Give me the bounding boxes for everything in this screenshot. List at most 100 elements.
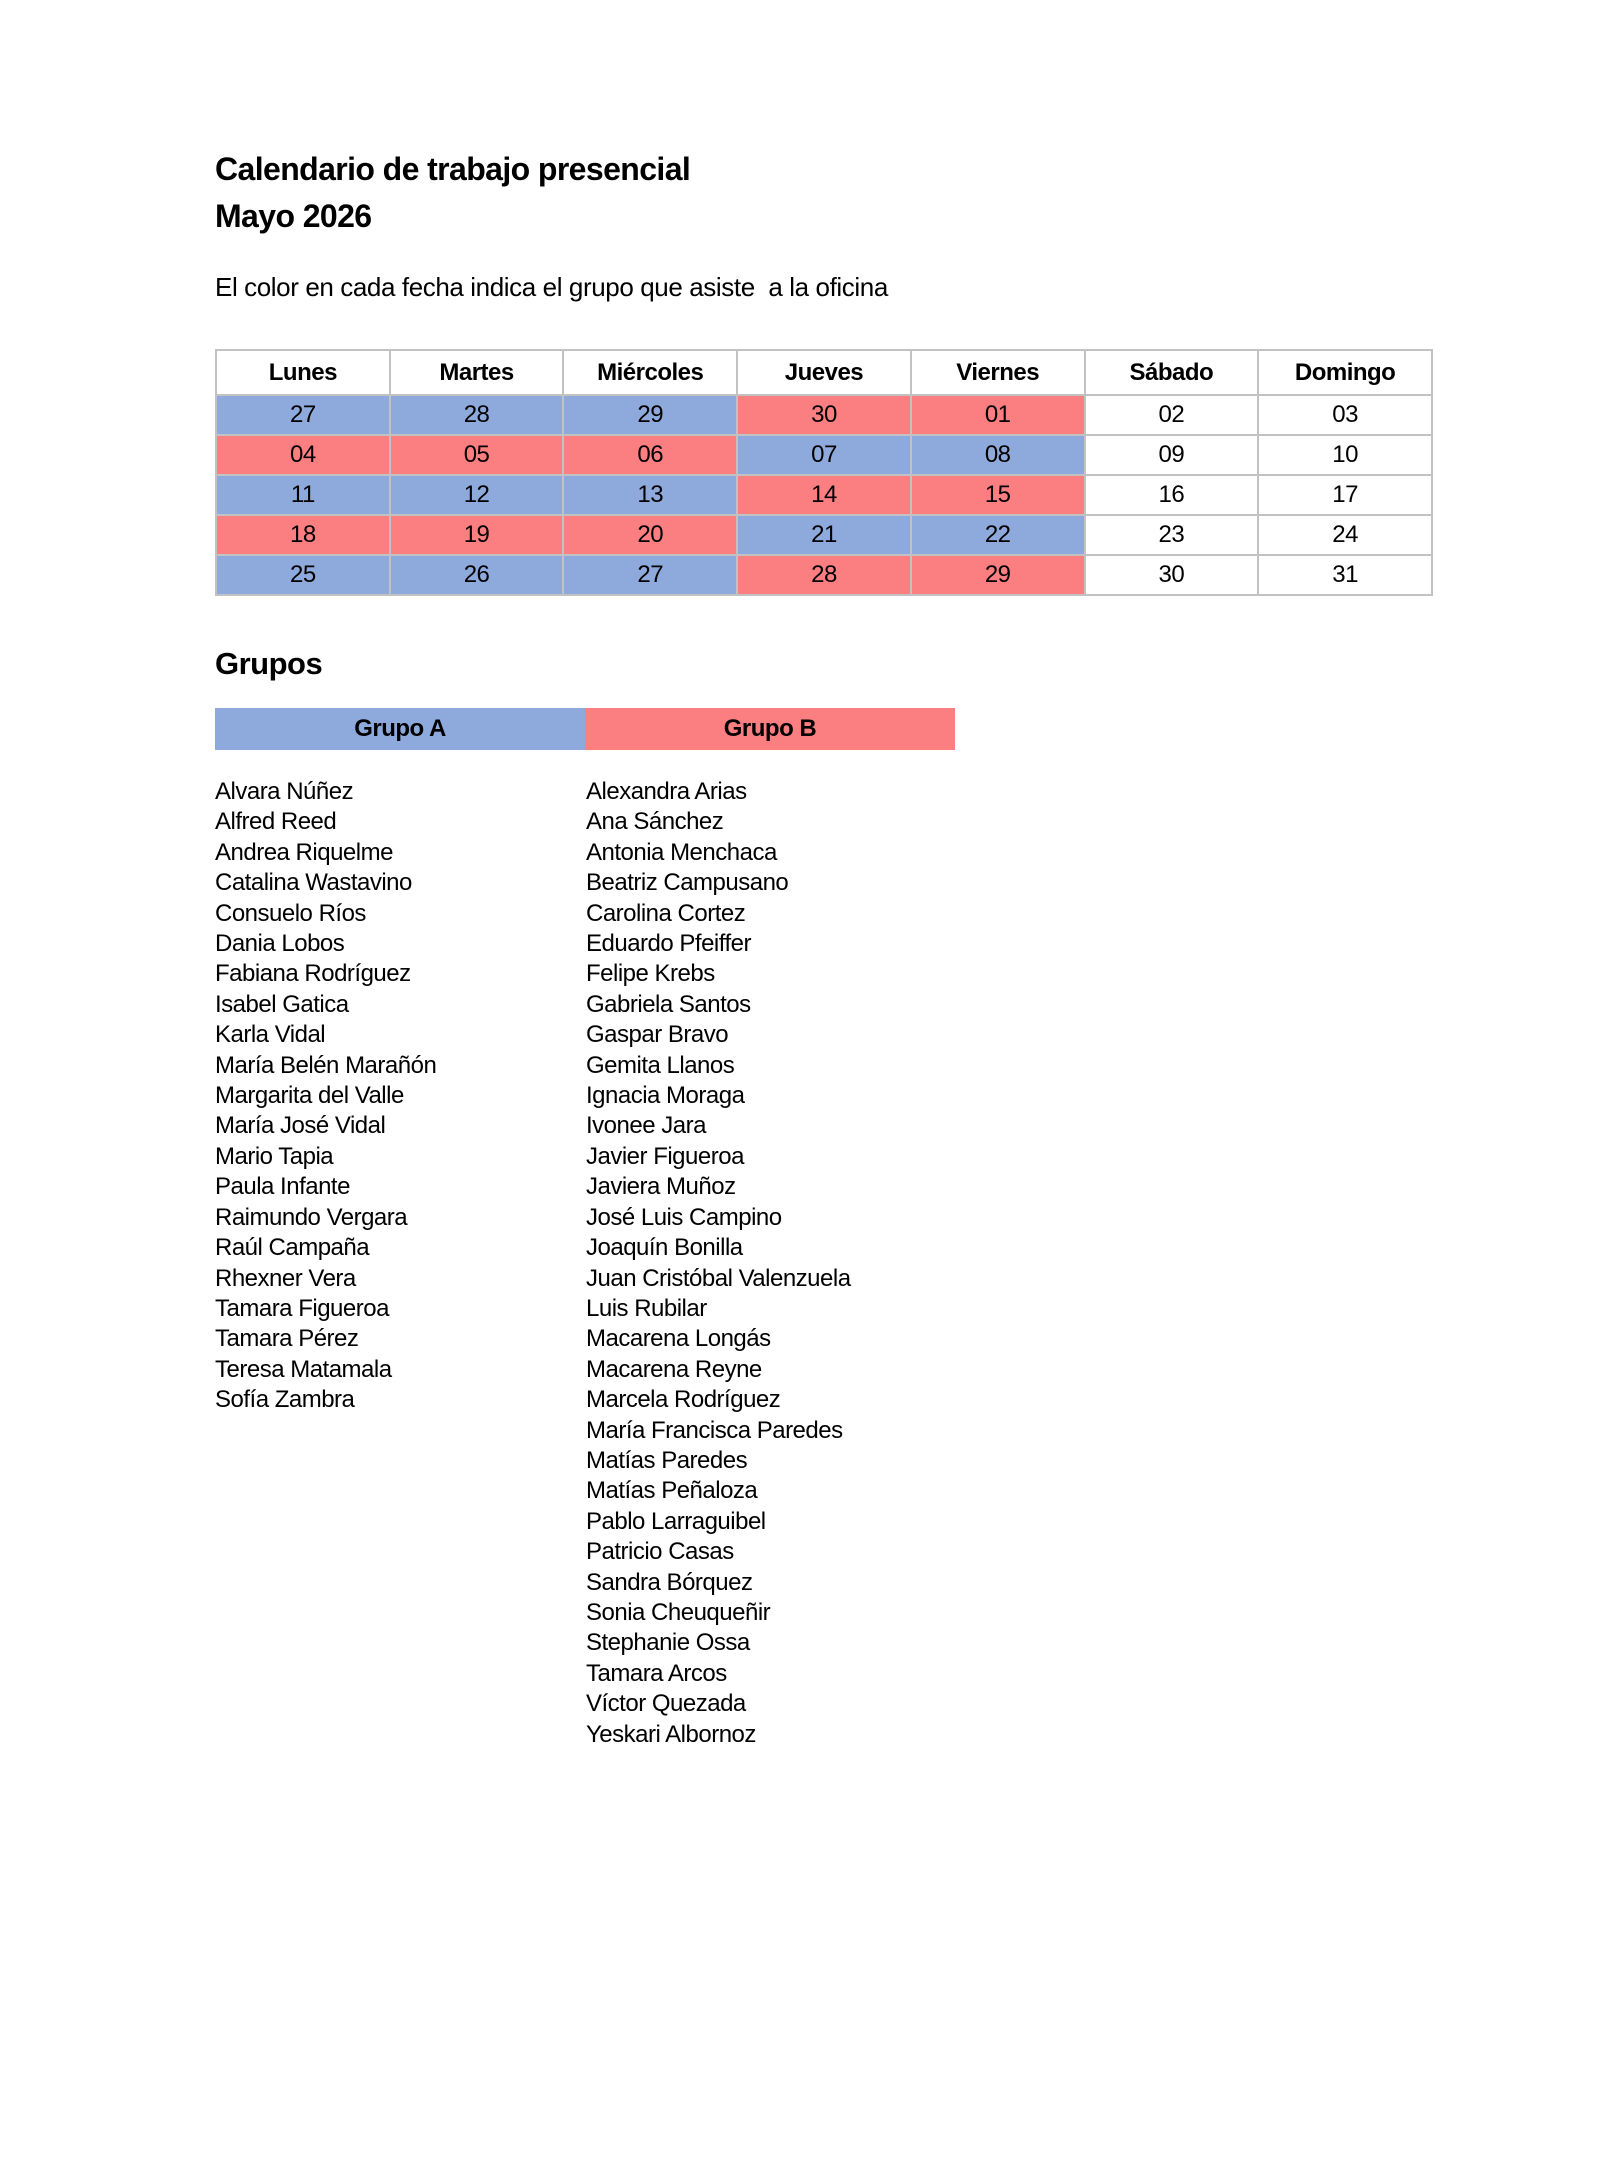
calendar-day-cell: 25	[215, 554, 391, 596]
member-name: Tamara Arcos	[586, 1659, 727, 1687]
member-name: Sandra Bórquez	[586, 1568, 753, 1596]
calendar-day-cell: 19	[388, 514, 565, 556]
member-name: Víctor Quezada	[586, 1690, 746, 1718]
group-a-header: Grupo A	[215, 708, 585, 750]
calendar-day-cell: 02	[1083, 394, 1260, 436]
calendar-day-cell: 18	[215, 514, 391, 556]
member-name: Macarena Longás	[586, 1325, 771, 1353]
calendar-day-cell: 28	[736, 554, 912, 596]
calendar-day-cell: 23	[1083, 514, 1260, 556]
member-name: Stephanie Ossa	[586, 1629, 750, 1657]
calendar-day-cell: 29	[909, 554, 1086, 596]
calendar-day-cell: 10	[1257, 434, 1433, 476]
member-name: Mario Tapia	[215, 1142, 334, 1170]
calendar-day-cell: 11	[215, 474, 391, 516]
page-subtitle: El color en cada fecha indica el grupo q…	[215, 272, 888, 302]
calendar-day-cell: 04	[215, 434, 391, 476]
calendar-day-cell: 01	[909, 394, 1086, 436]
calendar-day-header: Viernes	[909, 349, 1086, 396]
member-name: Alfred Reed	[215, 808, 337, 836]
member-name: María Francisca Paredes	[586, 1416, 843, 1444]
member-name: Yeskari Albornoz	[586, 1720, 756, 1748]
calendar-day-cell: 20	[562, 514, 739, 556]
calendar-day-cell: 15	[909, 474, 1086, 516]
member-name: Margarita del Valle	[215, 1082, 404, 1110]
calendar-day-header: Lunes	[215, 349, 391, 396]
member-name: Felipe Krebs	[586, 960, 715, 988]
member-name: Antonia Menchaca	[586, 838, 777, 866]
member-name: Paula Infante	[215, 1173, 350, 1201]
calendar-day-cell: 14	[736, 474, 912, 516]
member-name: Catalina Wastavino	[215, 869, 412, 897]
member-name: Dania Lobos	[215, 930, 345, 958]
calendar-day-cell: 06	[562, 434, 739, 476]
member-name: Consuelo Ríos	[215, 899, 366, 927]
calendar-day-cell: 07	[736, 434, 912, 476]
member-name: Tamara Pérez	[215, 1325, 359, 1353]
member-name: Andrea Riquelme	[215, 838, 393, 866]
member-name: Sonia Cheuqueñir	[586, 1598, 771, 1626]
member-name: Juan Cristóbal Valenzuela	[586, 1264, 851, 1292]
member-name: Eduardo Pfeiffer	[586, 930, 752, 958]
member-name: Gemita Llanos	[586, 1051, 735, 1079]
member-name: Sofía Zambra	[215, 1386, 355, 1414]
calendar-day-cell: 26	[388, 554, 565, 596]
page-title-line1: Calendario de trabajo presencial	[215, 151, 691, 187]
member-name: Gabriela Santos	[586, 990, 751, 1018]
groups-heading: Grupos	[215, 646, 323, 681]
calendar-day-cell: 17	[1257, 474, 1433, 516]
member-name: Carolina Cortez	[586, 899, 746, 927]
member-name: Matías Paredes	[586, 1446, 748, 1474]
member-name: Teresa Matamala	[215, 1355, 392, 1383]
member-name: Patricio Casas	[586, 1538, 734, 1566]
member-name: Javier Figueroa	[586, 1142, 744, 1170]
member-name: Joaquín Bonilla	[586, 1234, 743, 1262]
member-name: Raúl Campaña	[215, 1234, 370, 1262]
member-name: Fabiana Rodríguez	[215, 960, 411, 988]
calendar-day-cell: 27	[562, 554, 739, 596]
member-name: Rhexner Vera	[215, 1264, 356, 1292]
member-name: María Belén Marañón	[215, 1051, 437, 1079]
calendar-day-cell: 13	[562, 474, 739, 516]
member-name: Matías Peñaloza	[586, 1477, 758, 1505]
member-name: Marcela Rodríguez	[586, 1386, 781, 1414]
calendar-day-cell: 08	[909, 434, 1086, 476]
member-name: Pablo Larraguibel	[586, 1507, 766, 1535]
member-name: Tamara Figueroa	[215, 1294, 389, 1322]
member-name: Beatriz Campusano	[586, 869, 789, 897]
calendar-day-cell: 03	[1257, 394, 1433, 436]
calendar-day-header: Miércoles	[562, 349, 739, 396]
member-name: Macarena Reyne	[586, 1355, 762, 1383]
member-name: Ivonee Jara	[586, 1112, 706, 1140]
calendar-day-cell: 24	[1257, 514, 1433, 556]
calendar-day-cell: 29	[562, 394, 739, 436]
calendar-day-cell: 05	[388, 434, 565, 476]
calendar-day-header: Domingo	[1257, 349, 1433, 396]
group-headers: Grupo A Grupo B	[215, 708, 955, 750]
group-b-header: Grupo B	[585, 708, 955, 750]
calendar-day-cell: 21	[736, 514, 912, 556]
calendar-day-cell: 27	[215, 394, 391, 436]
calendar-day-cell: 28	[388, 394, 565, 436]
member-name: Karla Vidal	[215, 1021, 326, 1049]
calendar-day-header: Martes	[388, 349, 565, 396]
member-name: Ignacia Moraga	[586, 1082, 745, 1110]
calendar-day-cell: 30	[736, 394, 912, 436]
member-name: José Luis Campino	[586, 1203, 782, 1231]
member-name: Isabel Gatica	[215, 990, 349, 1018]
member-name: Luis Rubilar	[586, 1294, 707, 1322]
page-title-line2: Mayo 2026	[215, 198, 372, 234]
member-name: Alexandra Arias	[586, 778, 747, 805]
member-name: Raimundo Vergara	[215, 1203, 408, 1231]
